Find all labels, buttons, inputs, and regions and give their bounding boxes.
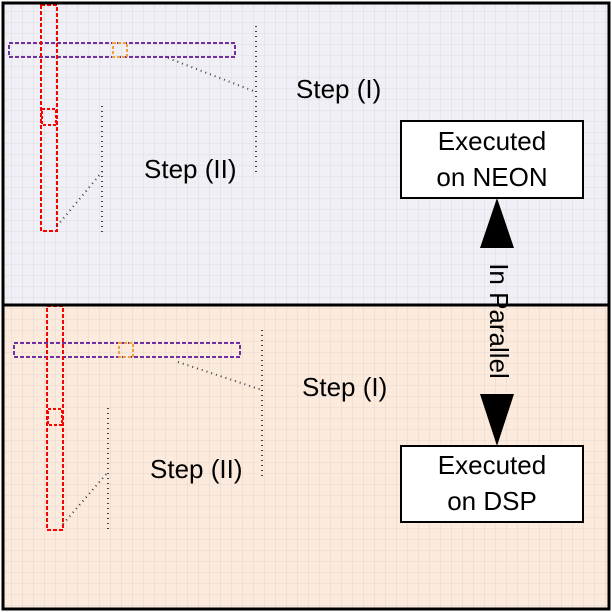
parallel-arrow: In Parallel [480, 198, 514, 446]
dsp-column-marker [47, 408, 63, 426]
parallel-arrow-down-head [480, 394, 514, 446]
parallel-arrow-up-head [480, 198, 514, 248]
neon-pixel-marker [112, 42, 128, 58]
neon-step1-label: Step (I) [296, 74, 381, 104]
neon-executed-box-line1: Executed [438, 126, 546, 156]
dsp-executed-box-line2: on DSP [447, 486, 537, 516]
neon-panel: Step (I) Step (II) Executed on NEON [3, 3, 609, 305]
neon-step2-leader-line [56, 171, 103, 227]
neon-step1-leader-line [167, 57, 257, 93]
neon-step2-label: Step (II) [144, 154, 236, 184]
neon-column-marker [41, 108, 57, 126]
neon-executed-box-line2: on NEON [436, 162, 547, 192]
parallel-label: In Parallel [484, 263, 514, 379]
dsp-executed-box [400, 445, 584, 523]
neon-executed-box [400, 120, 584, 199]
dsp-panel: Step (I) Step (II) Executed on DSP [3, 305, 609, 609]
dsp-executed-box-line1: Executed [438, 450, 546, 480]
dsp-step2-label: Step (II) [150, 454, 242, 484]
dsp-step1-label: Step (I) [302, 372, 387, 402]
dsp-pixel-marker [118, 342, 134, 358]
